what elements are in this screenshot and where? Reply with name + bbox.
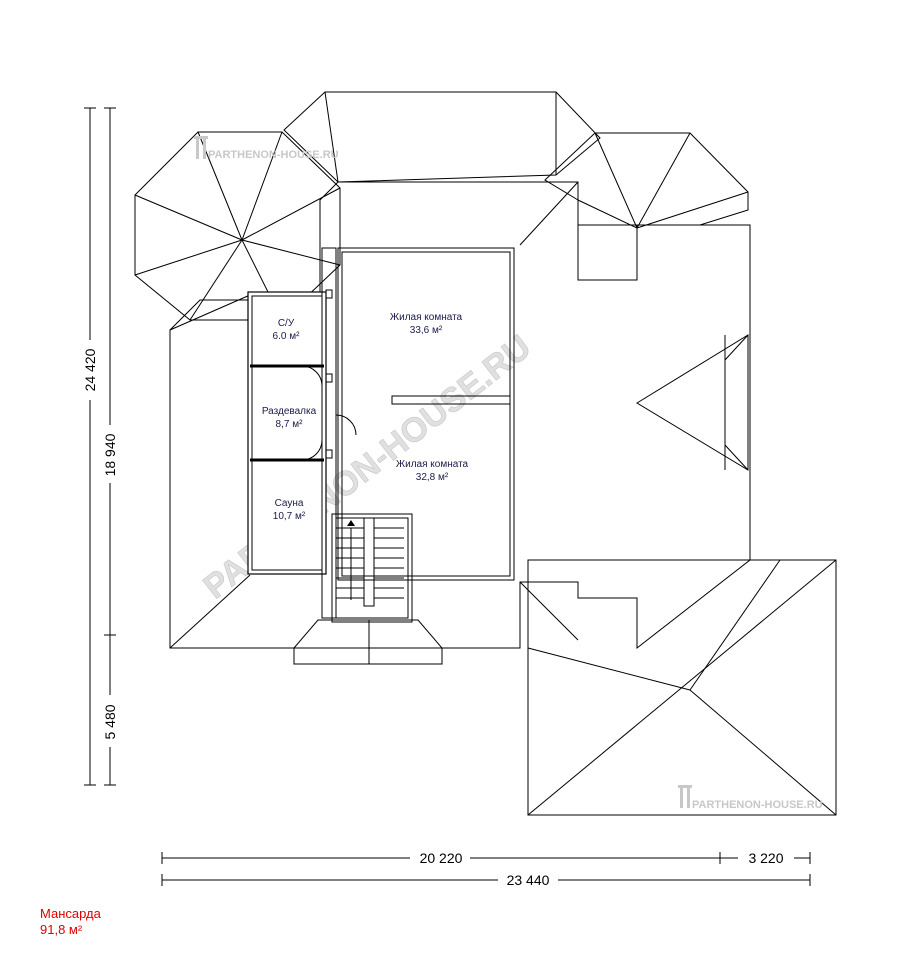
interior-walls xyxy=(247,247,515,623)
stair-treads xyxy=(336,517,404,607)
dim-overall-width: 23 440 xyxy=(507,872,550,888)
room-dressing-area: 8,7 м² xyxy=(276,419,304,430)
logo-watermark-top-text: PARTHENON-HOUSE.RU xyxy=(208,149,339,161)
floor-title: Мансарда xyxy=(40,906,101,921)
room-wc-area: 6.0 м² xyxy=(273,331,301,342)
room-living2-name: Жилая комната xyxy=(396,459,469,470)
roof-outline xyxy=(134,91,837,816)
dim-lower-height: 5 480 xyxy=(102,704,118,739)
logo-watermark-bottom: PARTHENON-HOUSE.RU xyxy=(678,785,823,811)
logo-watermark-top: PARTHENON-HOUSE.RU xyxy=(194,136,339,161)
dim-width-extra: 3 220 xyxy=(748,850,783,866)
room-living2-area: 32,8 м² xyxy=(416,472,449,483)
room-sauna-name: Сауна xyxy=(275,498,304,509)
room-wc-name: С/У xyxy=(278,318,295,329)
room-dressing-name: Раздевалка xyxy=(262,406,317,417)
dim-upper-height: 18 940 xyxy=(102,433,118,476)
horizontal-dimensions: 20 220 3 220 23 440 xyxy=(161,850,811,888)
column-logo-icon xyxy=(678,785,692,808)
room-labels: С/У 6.0 м² Раздевалка 8,7 м² Сауна 10,7 … xyxy=(262,312,469,522)
room-living1-name: Жилая комната xyxy=(390,312,463,323)
logo-watermark-bottom-text: PARTHENON-HOUSE.RU xyxy=(692,799,823,811)
room-sauna-area: 10,7 м² xyxy=(273,511,306,522)
column-logo-icon xyxy=(194,136,208,159)
vertical-dimensions: 24 420 18 940 5 480 xyxy=(82,107,120,786)
dim-overall-height: 24 420 xyxy=(82,348,98,391)
floor-area: 91,8 м² xyxy=(40,922,83,937)
room-living1-area: 33,6 м² xyxy=(410,325,443,336)
dim-width-main: 20 220 xyxy=(420,850,463,866)
floor-caption: Мансарда 91,8 м² xyxy=(40,906,101,938)
